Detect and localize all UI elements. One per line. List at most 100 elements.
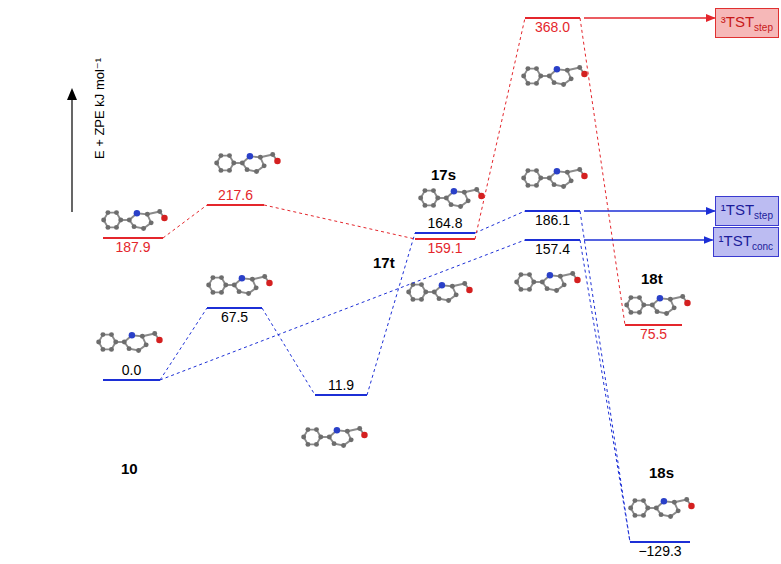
- carbon-atom: [157, 209, 162, 214]
- molecule-sketch: [301, 426, 368, 448]
- carbon-atom: [214, 161, 219, 166]
- carbon-atom: [462, 190, 467, 195]
- bond: [99, 335, 116, 350]
- carbon-atom: [531, 280, 536, 285]
- carbon-atom: [327, 435, 332, 440]
- carbon-atom: [422, 188, 427, 193]
- carbon-atom: [558, 274, 563, 279]
- level-bar: [525, 17, 580, 19]
- carbon-atom: [305, 427, 310, 432]
- carbon-atom: [262, 163, 267, 168]
- carbon-atom: [114, 210, 119, 215]
- molecule-sketch: [214, 152, 281, 174]
- carbon-atom: [410, 297, 415, 302]
- energy-value: 0.0: [122, 362, 141, 379]
- molecule-sketch: [521, 167, 588, 189]
- carbon-atom: [641, 498, 646, 503]
- carbon-atom: [144, 342, 149, 347]
- carbon-atom: [100, 332, 105, 337]
- carbon-atom: [240, 161, 245, 166]
- carbon-atom: [527, 287, 532, 292]
- energy-level: 157.4: [525, 239, 580, 258]
- energy-value: 159.1: [427, 240, 462, 257]
- energy-level: −129.3: [630, 541, 690, 560]
- carbon-atom: [301, 435, 306, 440]
- pathway-line: [475, 211, 525, 233]
- transition-state-box: ¹TSTconc: [713, 227, 779, 257]
- carbon-atom: [451, 189, 456, 194]
- carbon-atom: [132, 224, 137, 229]
- pathway-line: [262, 308, 315, 395]
- energy-level: 186.1: [525, 210, 580, 229]
- species-label: 17t: [372, 254, 396, 271]
- carbon-atom: [149, 220, 154, 225]
- carbon-atom: [101, 218, 106, 223]
- carbon-atom: [684, 497, 689, 502]
- bond: [517, 275, 534, 290]
- carbon-atom: [419, 297, 424, 302]
- carbon-atom: [547, 176, 552, 181]
- energy-axis: [71, 96, 72, 212]
- carbon-atom: [450, 284, 455, 289]
- nitrogen-atom: [451, 188, 457, 194]
- carbon-atom: [232, 283, 237, 288]
- nitrogen-atom: [247, 153, 253, 159]
- carbon-atom: [141, 226, 146, 231]
- carbon-atom: [127, 218, 132, 223]
- carbon-atom: [113, 340, 118, 345]
- carbon-atom: [565, 68, 570, 73]
- nitrogen-atom: [547, 272, 553, 278]
- carbon-atom: [637, 310, 642, 315]
- molecule-sketch: [514, 271, 581, 293]
- carbon-atom: [562, 282, 567, 287]
- carbon-atom: [254, 285, 259, 290]
- bond: [631, 501, 648, 516]
- carbon-atom: [657, 296, 662, 301]
- species-label: 17s: [430, 166, 457, 183]
- nitrogen-atom: [334, 427, 340, 433]
- pointer-arrow: [584, 239, 713, 241]
- carbon-atom: [109, 332, 114, 337]
- carbon-atom: [458, 204, 463, 209]
- energy-value: 67.5: [221, 309, 248, 326]
- energy-value: 157.4: [535, 241, 570, 258]
- carbon-atom: [314, 442, 319, 447]
- carbon-atom: [422, 203, 427, 208]
- carbon-atom: [672, 500, 677, 505]
- carbon-atom: [431, 188, 436, 193]
- carbon-atom: [254, 169, 259, 174]
- carbon-atom: [645, 506, 650, 511]
- energy-level: 159.1: [415, 238, 475, 257]
- carbon-atom: [270, 152, 275, 157]
- carbon-atom: [247, 154, 252, 159]
- carbon-atom: [641, 513, 646, 518]
- carbon-atom: [577, 65, 582, 70]
- carbon-atom: [474, 187, 479, 192]
- carbon-atom: [223, 283, 228, 288]
- oxygen-atom: [581, 71, 587, 77]
- carbon-atom: [554, 169, 559, 174]
- carbon-atom: [632, 498, 637, 503]
- carbon-atom: [655, 309, 660, 314]
- carbon-atom: [518, 272, 523, 277]
- carbon-atom: [122, 340, 127, 345]
- carbon-atom: [454, 292, 459, 297]
- carbon-atom: [218, 153, 223, 158]
- carbon-atom: [466, 198, 471, 203]
- carbon-atom: [561, 82, 566, 87]
- axis-arrowhead: [67, 88, 77, 100]
- oxygen-atom: [688, 503, 694, 509]
- carbon-atom: [210, 275, 215, 280]
- bond: [104, 213, 121, 228]
- carbon-atom: [545, 286, 550, 291]
- molecule-sketch: [101, 209, 168, 231]
- carbon-atom: [668, 297, 673, 302]
- energy-value: 217.6: [218, 187, 253, 204]
- pointer-arrow: [584, 210, 715, 212]
- carbon-atom: [672, 305, 677, 310]
- oxygen-atom: [274, 158, 280, 164]
- carbon-atom: [437, 296, 442, 301]
- state-subscript: step: [754, 210, 773, 221]
- energy-level: 217.6: [207, 187, 264, 206]
- bond: [627, 298, 644, 313]
